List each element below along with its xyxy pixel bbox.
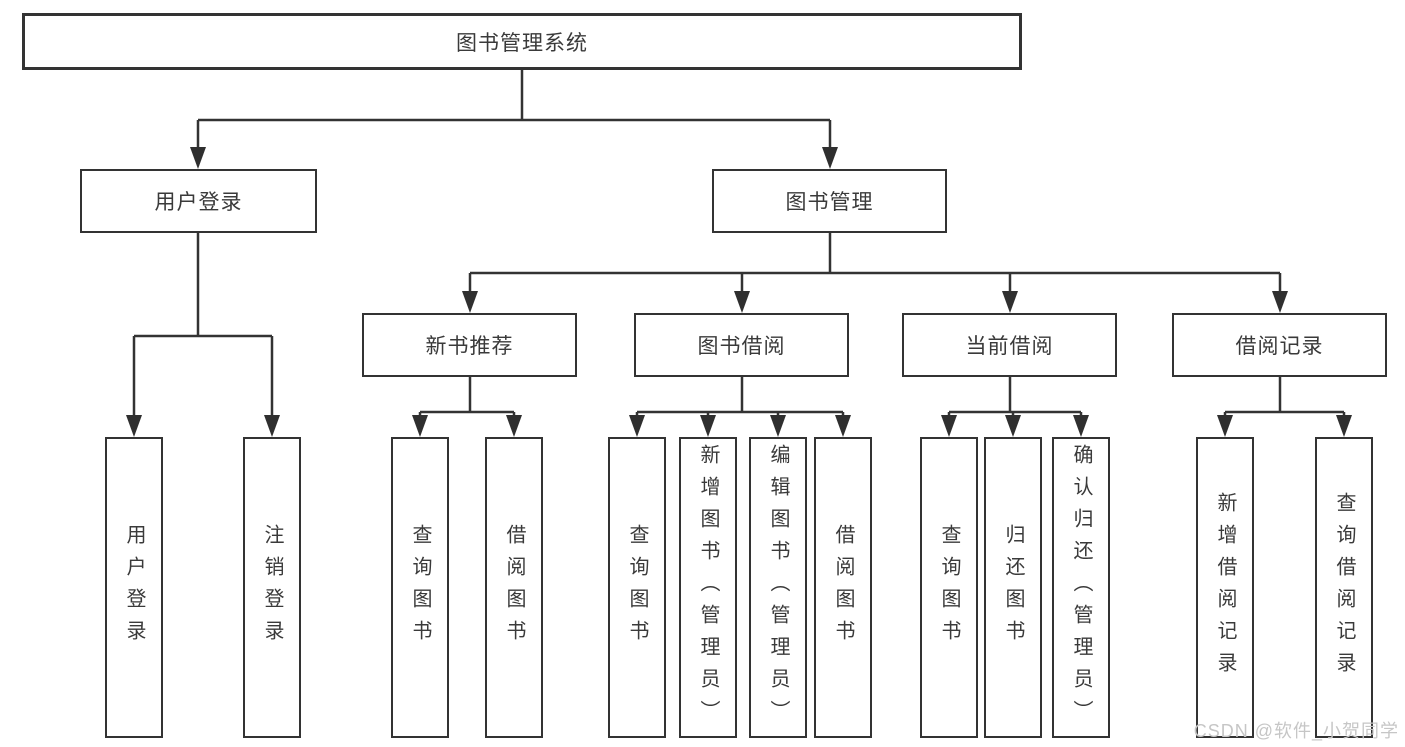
leaf-return-book: 归还图书 [984, 437, 1042, 738]
leaf-edit-book-admin: 编辑图书（管理员） [749, 437, 807, 738]
node-new-book-recommend: 新书推荐 [362, 313, 577, 377]
leaf-query-books-current: 查询图书 [920, 437, 978, 738]
leaf-add-borrow-record: 新增借阅记录 [1196, 437, 1254, 738]
leaf-add-book-admin: 新增图书（管理员） [679, 437, 737, 738]
leaf-borrow-books: 借阅图书 [814, 437, 872, 738]
node-book-management: 图书管理 [712, 169, 947, 233]
leaf-confirm-return-admin: 确认归还（管理员） [1052, 437, 1110, 738]
leaf-query-books-recommend: 查询图书 [391, 437, 449, 738]
node-current-borrow: 当前借阅 [902, 313, 1117, 377]
leaf-query-books-borrow: 查询图书 [608, 437, 666, 738]
leaf-logout: 注销登录 [243, 437, 301, 738]
leaf-query-borrow-record: 查询借阅记录 [1315, 437, 1373, 738]
node-borrow-records: 借阅记录 [1172, 313, 1387, 377]
watermark-text: CSDN @软件_小贺同学 [1193, 721, 1399, 741]
leaf-borrow-books-recommend: 借阅图书 [485, 437, 543, 738]
node-user-login: 用户登录 [80, 169, 317, 233]
leaf-user-login: 用户登录 [105, 437, 163, 738]
node-book-borrow: 图书借阅 [634, 313, 849, 377]
node-library-management-system: 图书管理系统 [22, 13, 1022, 70]
